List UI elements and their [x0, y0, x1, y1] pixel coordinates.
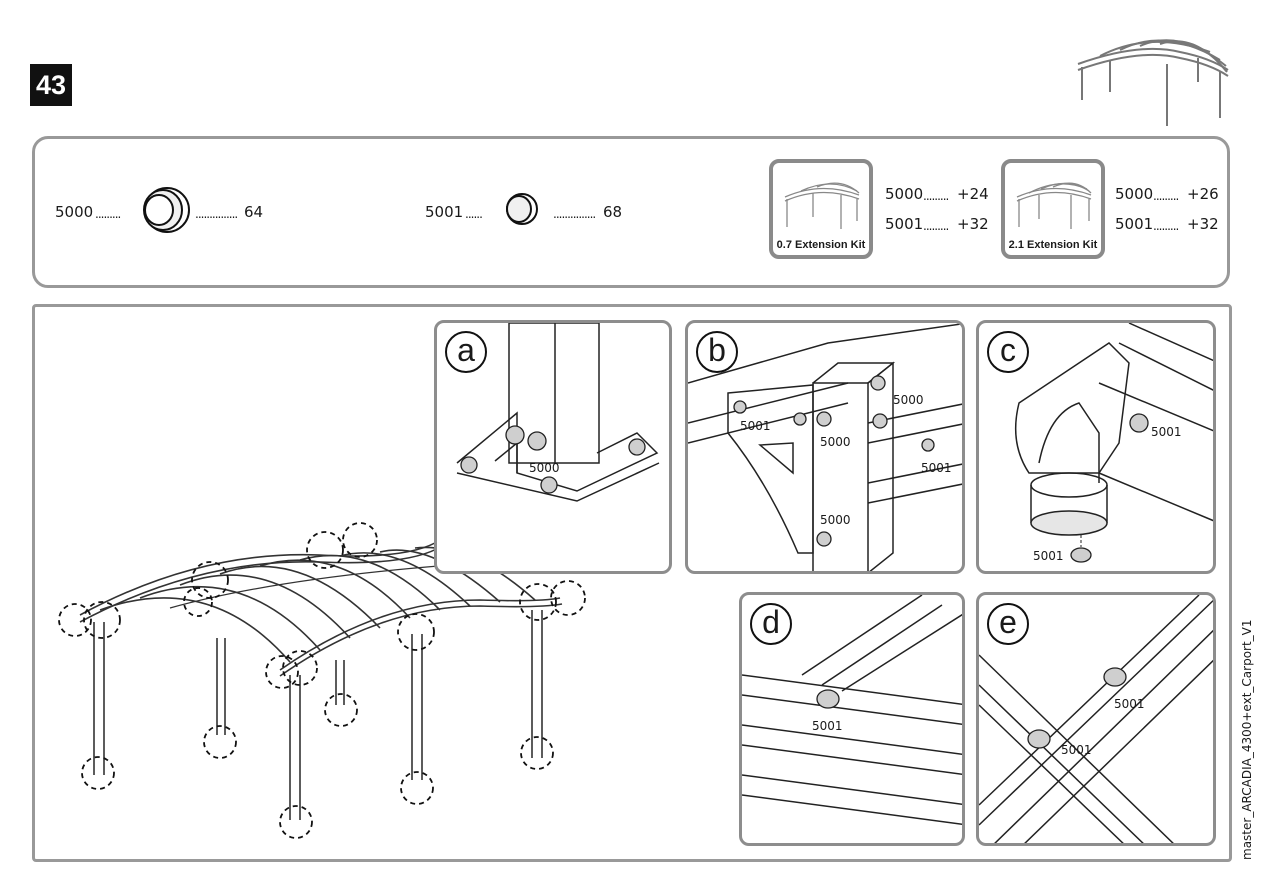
kit-21-5001-code: 5001 [1115, 215, 1154, 233]
detail-c-label-5001-top: 5001 [1151, 425, 1182, 439]
part-5000-code: 5000 [55, 203, 94, 221]
detail-b-bracket-drawing [688, 323, 962, 571]
kit-07-5000-leader: ......... [923, 189, 949, 203]
detail-d-label-5001: 5001 [812, 719, 843, 733]
part-5001-leader: ...... [465, 207, 483, 221]
parts-list-panel: 5000 ......... ............... 64 5001 .… [32, 136, 1230, 288]
kit-21-box: 2.1 Extension Kit [1001, 159, 1105, 259]
document-code-text: master_ARCADIA_4300+ext_Carport_V1 [1240, 619, 1254, 860]
detail-a-panel: a 5000 [434, 320, 672, 574]
detail-e-label-5001-top: 5001 [1114, 697, 1145, 711]
kit-07-5001-leader: ......... [923, 219, 949, 233]
carport-overview-illustration [1077, 39, 1229, 126]
part-5000-qty: 64 [244, 203, 264, 221]
detail-d-rail-drawing [742, 595, 962, 825]
kit-21-5001-leader: ......... [1153, 219, 1179, 233]
kit-07-name: 0.7 Extension Kit [776, 239, 866, 251]
part-5000-leader: ......... [95, 207, 121, 221]
detail-a-label-5000: 5000 [529, 461, 560, 475]
detail-a-base-plate-drawing [456, 323, 660, 502]
part-5001-qty-leader: ............... [553, 207, 596, 221]
detail-d-letter: d [750, 603, 792, 645]
detail-b-letter: b [696, 331, 738, 373]
kit-07-carport-icon [784, 182, 860, 229]
part-5000-qty-leader: ............... [195, 207, 238, 221]
detail-e-letter: e [987, 603, 1029, 645]
detail-b-panel: b 5000 5001 5000 5000 5001 [685, 320, 965, 574]
cap-5000-icon [143, 187, 190, 233]
part-5001-code: 5001 [425, 203, 464, 221]
detail-e-panel: e 5001 5001 [976, 592, 1216, 846]
part-5001-qty: 68 [603, 203, 623, 221]
detail-b-label-5001-left: 5001 [740, 419, 771, 433]
kit-21-5000-qty: +26 [1187, 185, 1219, 203]
detail-b-label-5000-bottom: 5000 [820, 513, 851, 527]
kit-21-name: 2.1 Extension Kit [1008, 239, 1098, 251]
kit-21-5000-leader: ......... [1153, 189, 1179, 203]
detail-b-label-5000-mid: 5000 [820, 435, 851, 449]
detail-c-label-5001-bottom: 5001 [1033, 549, 1064, 563]
detail-b-label-5001-right: 5001 [921, 461, 952, 475]
detail-c-letter: c [987, 331, 1029, 373]
kit-21-carport-icon [1016, 182, 1092, 229]
detail-d-panel: d 5001 [739, 592, 965, 846]
kit-21-5000-code: 5000 [1115, 185, 1154, 203]
detail-e-cross-rail-drawing [979, 595, 1213, 843]
detail-c-panel: c 5001 5001 [976, 320, 1216, 574]
kit-07-box: 0.7 Extension Kit [769, 159, 873, 259]
kit-21-5001-qty: +32 [1187, 215, 1219, 233]
kit-07-5000-code: 5000 [885, 185, 924, 203]
kit-07-5000-qty: +24 [957, 185, 989, 203]
kit-07-5001-qty: +32 [957, 215, 989, 233]
detail-e-label-5001-bottom: 5001 [1061, 743, 1092, 757]
cap-5001-icon [506, 193, 538, 225]
detail-c-gutter-drawing [1014, 323, 1213, 563]
kit-07-5001-code: 5001 [885, 215, 924, 233]
step-number: 43 [30, 64, 72, 106]
detail-a-letter: a [445, 331, 487, 373]
detail-b-label-5000-top: 5000 [893, 393, 924, 407]
